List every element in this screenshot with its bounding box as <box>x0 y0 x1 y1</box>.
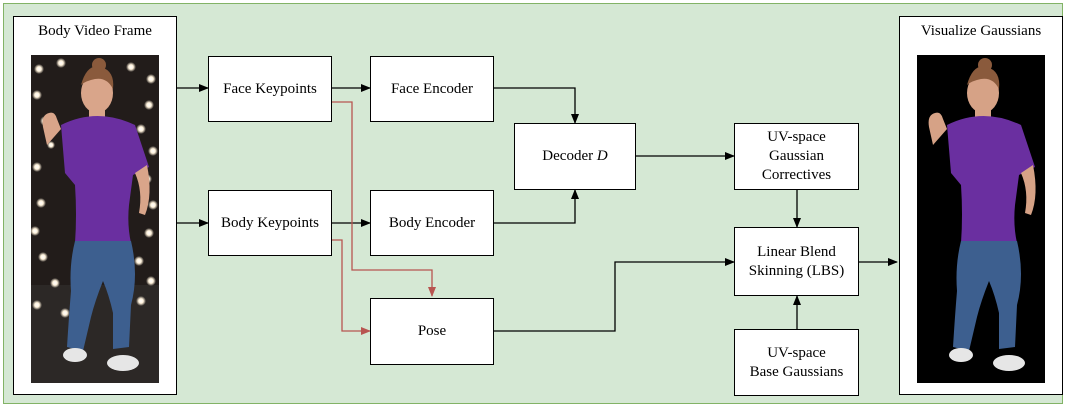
decoder-symbol: D <box>596 148 608 164</box>
face-keypoints-to-pose-arrow <box>332 101 436 297</box>
pose-to-lbs-arrow <box>494 258 735 332</box>
body-video-frame-panel: Body Video Frame <box>13 16 177 395</box>
body-keypoints-node: Body Keypoints <box>208 190 332 256</box>
body-encoder-to-decoder-arrow <box>494 189 579 224</box>
base-gaussians-line2: Base Gaussians <box>749 363 844 380</box>
lbs-label: Linear Blend Skinning (LBS) <box>749 243 844 281</box>
decoder-label: Decoder D <box>542 147 607 166</box>
visualize-gaussians-title: Visualize Gaussians <box>920 23 1042 39</box>
body-encoder-node: Body Encoder <box>370 190 494 256</box>
face-encoder-label: Face Encoder <box>390 80 474 97</box>
diagram-background <box>3 3 1063 404</box>
base-gaussians-line1: UV-space <box>767 344 826 361</box>
body-video-frame-image <box>31 55 159 383</box>
visualize-gaussians-image <box>917 55 1045 383</box>
lbs-line1: Linear Blend <box>757 243 836 260</box>
body-keypoints-to-pose-arrow <box>332 239 371 335</box>
gaussian-correctives-node: UV-space Gaussian Correctives <box>734 123 859 190</box>
base-gaussians-node: UV-space Base Gaussians <box>734 329 859 396</box>
gaussian-correctives-line1: UV-space <box>767 129 826 145</box>
pose-node: Pose <box>370 298 494 365</box>
visualize-gaussians-panel: Visualize Gaussians <box>899 16 1063 395</box>
lbs-line2: Skinning (LBS) <box>748 262 845 279</box>
gaussian-correctives-line2: Gaussian <box>768 148 824 164</box>
base-gaussians-label: UV-space Base Gaussians <box>750 344 844 382</box>
body-keypoints-label: Body Keypoints <box>221 214 319 231</box>
gaussian-correctives-line3: Correctives <box>761 167 832 183</box>
lbs-node: Linear Blend Skinning (LBS) <box>734 227 859 296</box>
capture-stage-photo <box>31 55 159 383</box>
decoder-label-text: Decoder <box>542 148 597 164</box>
gaussian-correctives-label: UV-space Gaussian Correctives <box>762 128 831 185</box>
decoder-node: Decoder D <box>514 123 636 190</box>
pose-label: Pose <box>417 323 447 339</box>
face-encoder-node: Face Encoder <box>370 56 494 122</box>
face-keypoints-label: Face Keypoints <box>223 80 317 97</box>
body-video-frame-title: Body Video Frame <box>38 23 152 39</box>
body-encoder-label: Body Encoder <box>388 214 476 231</box>
gaussian-avatar-render <box>917 55 1045 383</box>
face-encoder-to-decoder-arrow <box>494 87 579 124</box>
face-keypoints-node: Face Keypoints <box>208 56 332 122</box>
